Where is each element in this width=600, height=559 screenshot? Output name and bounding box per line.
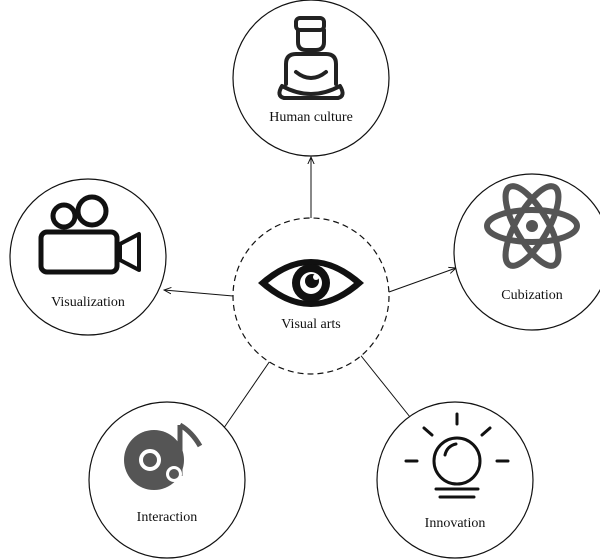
node-cubization[interactable]: Cubization [453,173,600,331]
human-culture-label: Human culture [269,110,353,125]
node-visualization[interactable]: Visualization [9,178,167,336]
light-bulb-icon [404,412,510,499]
interaction-label: Interaction [137,510,198,525]
node-human-culture[interactable]: Human culture [232,0,390,157]
node-interaction[interactable]: Interaction [88,401,246,559]
edge-interaction [219,357,273,435]
edge-innovation [357,351,414,422]
edge-cubization [388,268,456,293]
center-label: Visual arts [281,317,340,332]
node-innovation[interactable]: Innovation [376,401,534,559]
innovation-label: Innovation [425,516,486,531]
center-node-visual-arts[interactable]: Visual arts [232,217,390,375]
movie-camera-icon [38,194,141,275]
visualization-label: Visualization [51,295,125,310]
music-disc-icon [124,422,203,490]
cubization-label: Cubization [501,288,562,303]
edge-visualization [164,290,234,297]
eye-icon [258,259,364,307]
atom-icon [484,183,580,269]
edges [164,157,456,435]
meditating-person-icon [277,16,345,100]
